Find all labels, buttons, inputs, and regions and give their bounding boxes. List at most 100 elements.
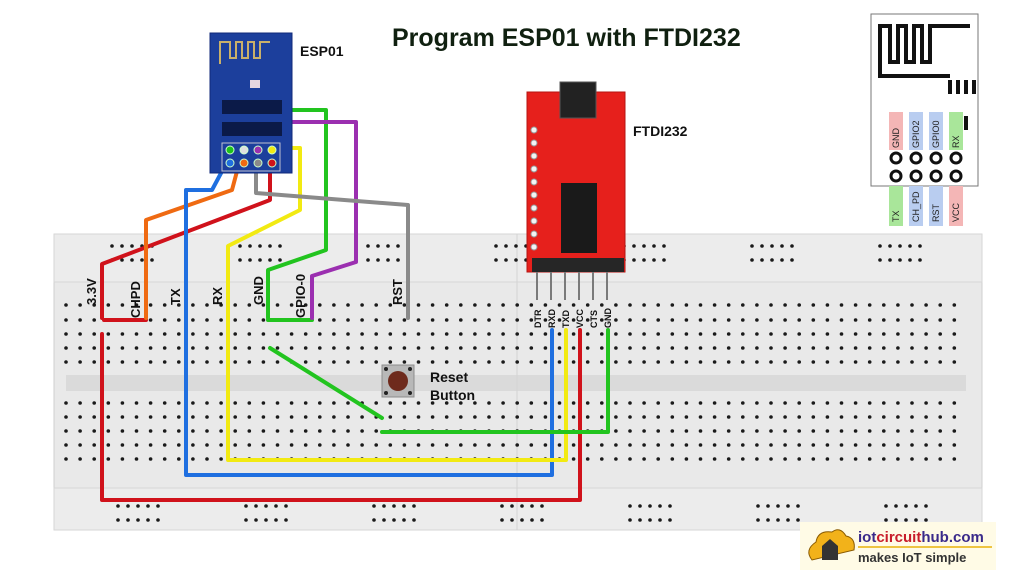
breadboard-hole [261, 360, 266, 364]
breadboard-hole [797, 360, 801, 364]
breadboard-hole [896, 415, 900, 419]
breadboard-hole [510, 504, 514, 508]
breadboard-hole [120, 332, 125, 336]
breadboard-hole [750, 258, 754, 262]
breadboard-hole [444, 346, 449, 350]
breadboard-hole [914, 504, 918, 508]
reset-button[interactable] [381, 364, 415, 398]
breadboard-hole [402, 518, 406, 522]
breadboard-hole [614, 318, 618, 322]
breadboard-hole [924, 429, 928, 433]
breadboard-hole [332, 303, 336, 307]
breadboard-hole [529, 360, 534, 364]
breadboard-hole [825, 303, 830, 307]
breadboard-hole [543, 332, 548, 336]
breadboard-hole [205, 457, 209, 461]
breadboard-hole [750, 244, 754, 248]
breadboard-hole [430, 346, 435, 350]
iotcircuithub-logo: iotcircuithub.com makes IoT simple [800, 522, 996, 570]
breadboard-hole [766, 518, 770, 522]
breadboard-hole [938, 332, 942, 336]
breadboard-hole [205, 318, 209, 322]
breadboard-hole [318, 346, 322, 350]
breadboard-hole [473, 346, 477, 350]
breadboard-hole [205, 360, 209, 364]
breadboard-hole [853, 332, 858, 336]
breadboard-hole [487, 360, 491, 364]
breadboard-hole [402, 303, 407, 307]
breadboard-hole [191, 318, 195, 322]
breadboard-hole [162, 332, 167, 336]
breadboard-hole [388, 401, 393, 405]
breadboard-hole [247, 303, 252, 307]
breadboard-hole [924, 332, 928, 336]
breadboard-hole [811, 401, 816, 405]
breadboard-hole [332, 346, 336, 350]
breadboard-hole [853, 318, 858, 322]
ftdi-pin-label-vcc: VCC [575, 308, 585, 328]
breadboard-hole [360, 429, 364, 433]
breadboard-hole [797, 346, 801, 350]
breadboard-hole [515, 332, 519, 336]
breadboard-hole [797, 457, 801, 461]
breadboard-hole [430, 318, 435, 322]
breadboard-hole [769, 303, 773, 307]
breadboard-hole [374, 429, 379, 433]
breadboard-hole [642, 346, 646, 350]
breadboard-hole [557, 318, 562, 322]
breadboard-hole [783, 457, 787, 461]
breadboard-hole [430, 401, 435, 405]
breadboard-hole [120, 457, 125, 461]
breadboard-hole [648, 518, 652, 522]
breadboard-hole [303, 401, 308, 405]
breadboard-hole [825, 346, 830, 350]
breadboard-hole [346, 429, 350, 433]
breadboard-hole [303, 303, 308, 307]
breadboard-hole [402, 415, 407, 419]
breadboard-hole [924, 401, 928, 405]
breadboard-hole [382, 518, 386, 522]
breadboard-hole [244, 504, 248, 508]
breadboard-hole [92, 318, 96, 322]
breadboard-hole [712, 415, 717, 419]
breadboard-hole [712, 401, 717, 405]
breadboard-hole [258, 244, 262, 248]
breadboard-hole [952, 415, 957, 419]
breadboard-hole [825, 429, 830, 433]
breadboard-hole [918, 258, 922, 262]
breadboard-hole [106, 429, 111, 433]
breadboard-hole [515, 303, 519, 307]
breadboard-hole [684, 457, 689, 461]
breadboard-hole [924, 518, 928, 522]
breadboard-hole [515, 346, 519, 350]
breadboard-hole [867, 457, 872, 461]
breadboard-hole [656, 443, 660, 447]
breadboard-hole [106, 457, 111, 461]
breadboard-hole [628, 332, 632, 336]
breadboard-hole [444, 443, 449, 447]
breadboard-hole [642, 332, 646, 336]
breadboard-hole [205, 443, 209, 447]
breadboard-hole [412, 518, 416, 522]
breadboard-hole [233, 443, 237, 447]
breadboard-hole [134, 443, 139, 447]
breadboard-hole [698, 360, 703, 364]
breadboard-hole [628, 318, 632, 322]
breadboard-hole [191, 346, 195, 350]
breadboard-hole [459, 346, 463, 350]
breadboard-hole [726, 303, 731, 307]
ftdi-pin-label-gnd: GND [603, 308, 613, 329]
breadboard-hole [332, 415, 336, 419]
breadboard-hole [318, 443, 322, 447]
breadboard-hole [500, 504, 504, 508]
breadboard-hole [825, 415, 830, 419]
breadboard-hole [825, 401, 830, 405]
breadboard-hole [126, 518, 130, 522]
breadboard-hole [268, 258, 272, 262]
breadboard-hole [501, 318, 505, 322]
breadboard-hole [642, 415, 646, 419]
breadboard-hole [908, 258, 912, 262]
breadboard-hole [585, 360, 590, 364]
